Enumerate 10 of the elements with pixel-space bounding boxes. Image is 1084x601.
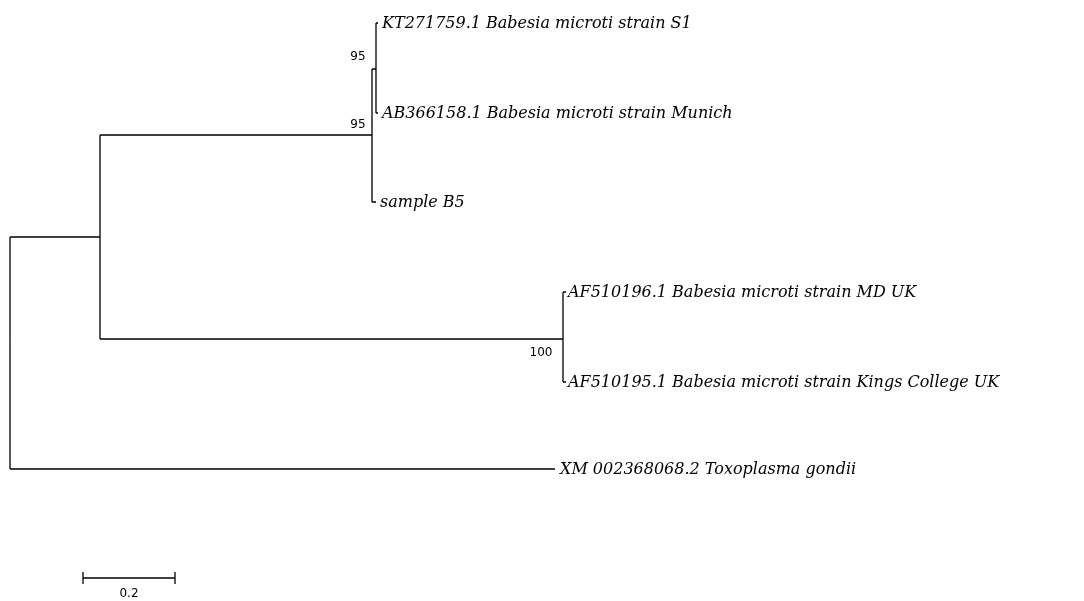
taxon-label: AB366158.1 Babesia microti strain Munich [382, 103, 733, 123]
taxon-label: AF510196.1 Babesia microti strain MD UK [568, 282, 917, 302]
taxon-label: KT271759.1 Babesia microti strain S1 [382, 13, 692, 33]
taxon-label: XM 002368068.2 Toxoplasma gondii [560, 459, 857, 479]
taxon-label: sample B5 [380, 192, 465, 212]
bootstrap-value: 100 [529, 345, 553, 359]
scale-value: 0.2 [119, 586, 139, 600]
bootstrap-value: 95 [350, 117, 366, 131]
taxon-label: AF510195.1 Babesia microti strain Kings College UK [568, 372, 1000, 392]
bootstrap-value: 95 [350, 49, 366, 63]
